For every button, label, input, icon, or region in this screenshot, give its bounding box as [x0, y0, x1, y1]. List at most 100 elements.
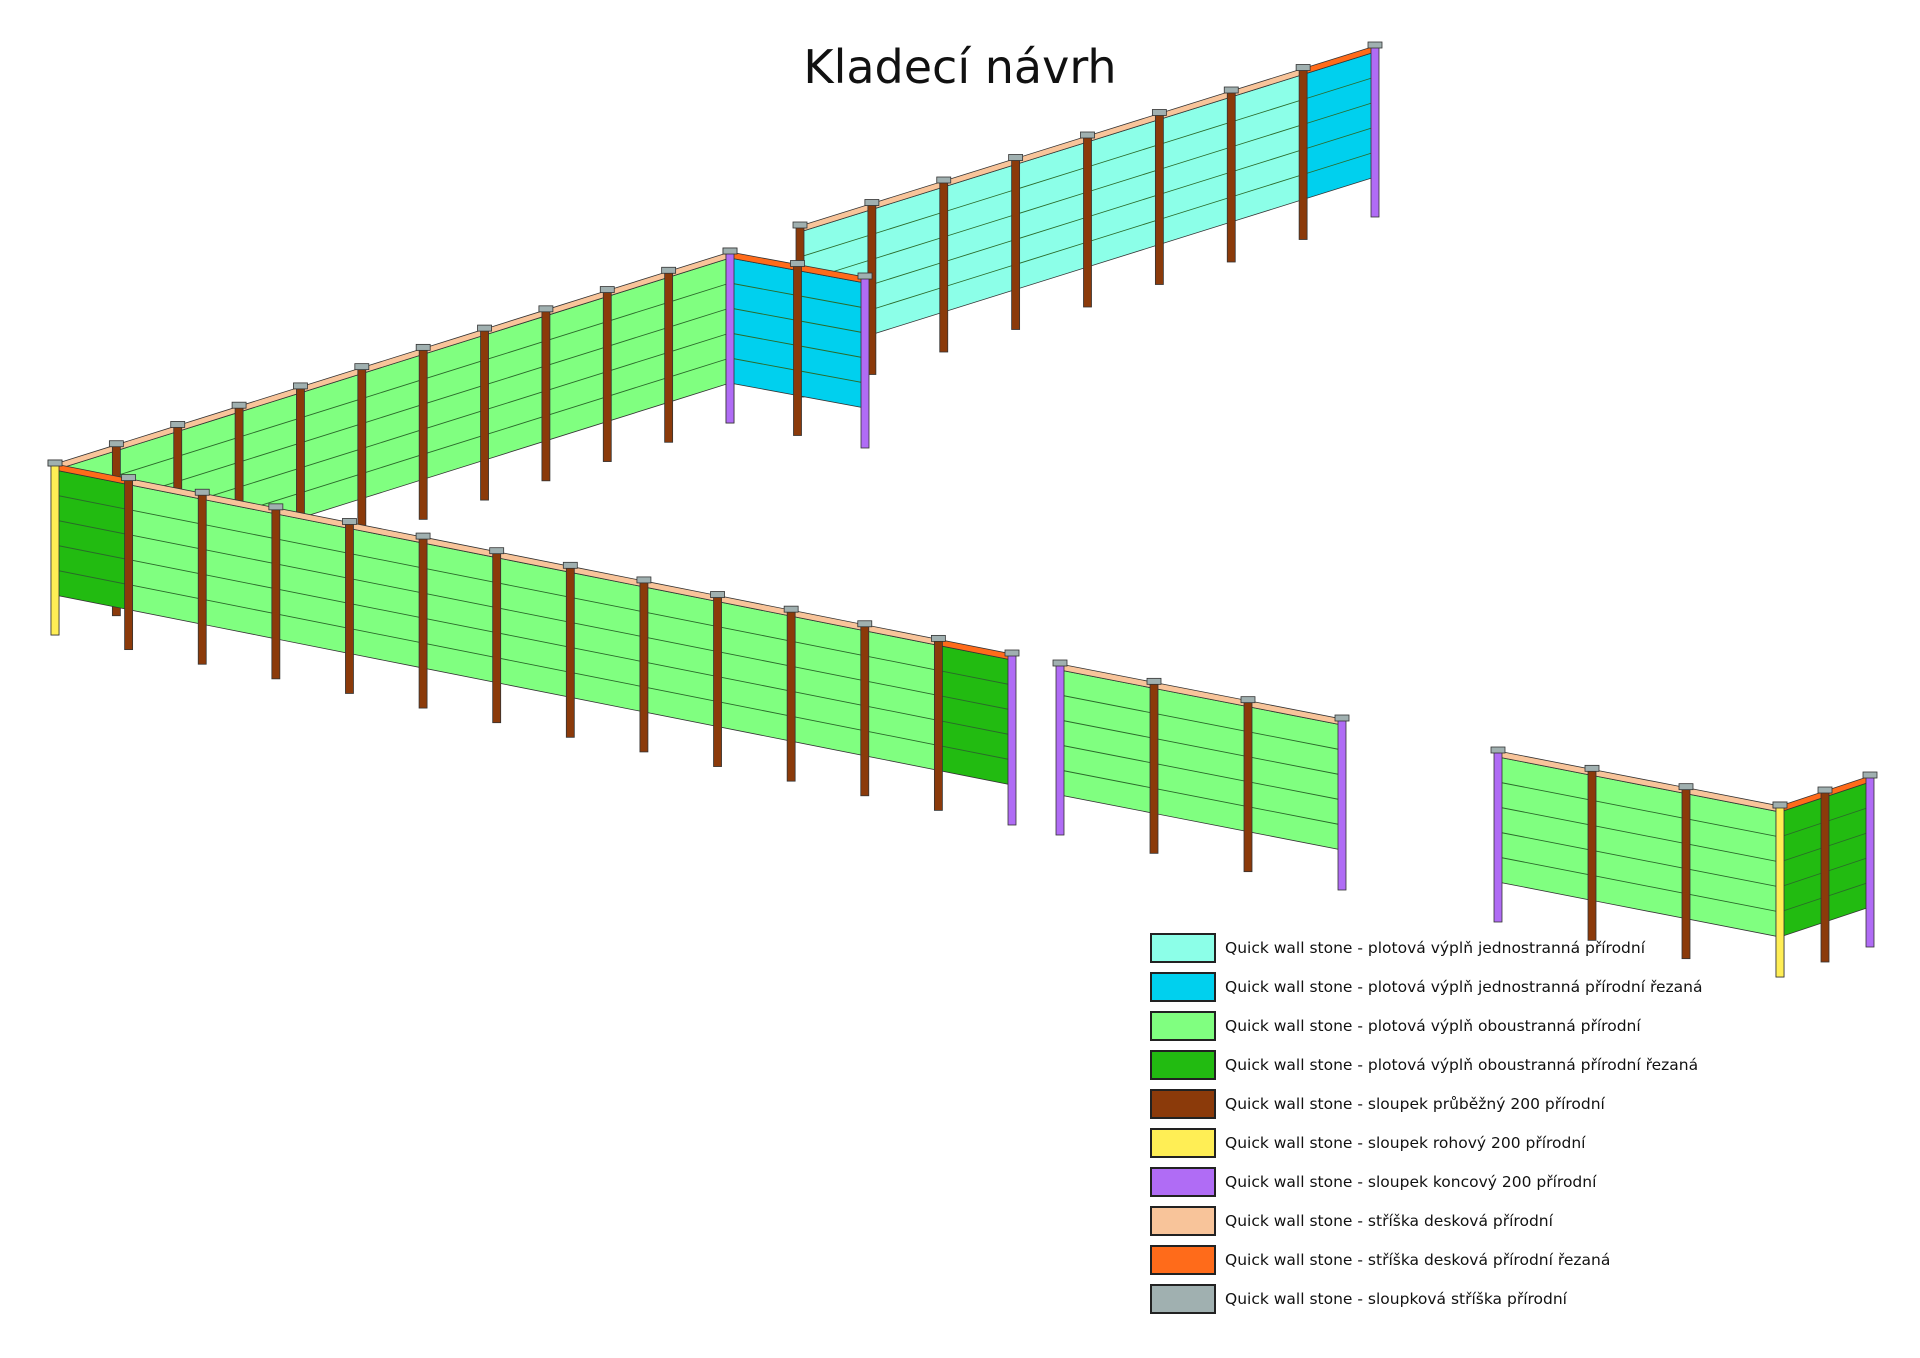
- panel-joint: [422, 617, 497, 634]
- panel-joint: [864, 655, 939, 671]
- legend-item: Quick wall stone - sloupek rohový 200 př…: [1150, 1123, 1890, 1162]
- panel-joint: [496, 632, 571, 648]
- panel-joint: [116, 456, 178, 477]
- fence-panel: [484, 315, 547, 461]
- post-cap: [1817, 786, 1833, 794]
- post-cap: [538, 305, 554, 313]
- fence-panel: [361, 353, 424, 500]
- panel-joint: [238, 467, 301, 488]
- legend-item: Quick wall stone - sloupek průběžný 200 …: [1150, 1084, 1890, 1123]
- panel-joint: [202, 598, 276, 615]
- fence-panel: [1230, 73, 1304, 223]
- panel-joint: [1059, 769, 1155, 789]
- panel-joint: [570, 596, 645, 613]
- post-cap: [489, 547, 505, 555]
- fence-panel: [275, 513, 350, 654]
- fence-post: [602, 290, 612, 462]
- fence-panel: [606, 276, 670, 423]
- panel-joint: [202, 548, 276, 565]
- post-cap: [415, 532, 431, 540]
- post-cap: [342, 518, 357, 525]
- panel-joint: [717, 626, 792, 642]
- fence-panel: [54, 469, 130, 611]
- post-cap: [857, 272, 873, 280]
- fence-post: [418, 536, 428, 709]
- panel-joint: [791, 690, 865, 707]
- panel-joint: [791, 665, 865, 682]
- fence-post: [197, 492, 207, 665]
- fence-post: [1154, 113, 1164, 285]
- legend-label: Quick wall stone - plotová výplň oboustr…: [1225, 1055, 1699, 1074]
- panel-joint: [1153, 787, 1249, 808]
- panel-joint: [668, 282, 731, 303]
- post-cap: [1772, 801, 1788, 809]
- panel-joint: [668, 357, 731, 378]
- panel-joint: [128, 534, 203, 550]
- fence-panel: [1247, 706, 1343, 851]
- panel-joint: [1497, 831, 1593, 851]
- panel-joint: [484, 390, 547, 411]
- panel-joint: [545, 396, 608, 417]
- fence-panel: [349, 527, 424, 669]
- panel-joint: [1302, 151, 1376, 175]
- post-cap: [857, 620, 873, 628]
- panel-joint: [729, 282, 798, 296]
- panel-joint: [1231, 174, 1304, 198]
- panel-joint: [1497, 781, 1593, 801]
- post-cap: [47, 459, 63, 467]
- legend-swatch: [1150, 932, 1216, 963]
- fence-post: [725, 251, 735, 424]
- legend-item: Quick wall stone - stříška desková příro…: [1150, 1201, 1890, 1240]
- panel-joint: [1247, 731, 1343, 751]
- panel-joint: [300, 398, 362, 419]
- panel-joint: [1153, 737, 1249, 758]
- post-cap: [636, 576, 652, 584]
- legend-swatch: [1150, 1283, 1216, 1314]
- panel-joint: [1779, 896, 1826, 913]
- panel-joint: [361, 453, 424, 475]
- panel-joint: [238, 442, 301, 463]
- post-cap: [477, 324, 492, 332]
- fence-panel: [1591, 774, 1687, 920]
- panel-joint: [422, 642, 497, 659]
- fence-post: [1298, 68, 1308, 240]
- panel-joint: [177, 461, 240, 482]
- fence-post: [1337, 718, 1347, 891]
- post-cap: [293, 382, 308, 390]
- panel-joint: [1302, 101, 1376, 125]
- panel-joint: [54, 569, 129, 586]
- panel-joint: [1231, 99, 1304, 123]
- fence-panel: [790, 615, 866, 757]
- fence-panel: [668, 257, 731, 403]
- panel-joint: [1087, 194, 1160, 218]
- panel-joint: [423, 384, 485, 405]
- panel-joint: [791, 640, 865, 657]
- panel-joint: [938, 744, 1013, 761]
- post-cap: [599, 286, 615, 293]
- page-title: Kladecí návrh: [803, 40, 1117, 94]
- panel-joint: [202, 523, 276, 540]
- panel-joint: [570, 646, 645, 663]
- fence-panel: [1685, 793, 1781, 938]
- panel-joint: [717, 701, 792, 717]
- fence-post: [480, 328, 489, 501]
- fence-post: [860, 276, 870, 449]
- post-cap: [722, 247, 738, 255]
- fence-panel: [1059, 669, 1155, 814]
- panel-joint: [545, 321, 608, 342]
- panel-joint: [570, 621, 645, 638]
- panel-joint: [349, 578, 424, 594]
- fence-post: [1243, 700, 1253, 873]
- panel-joint: [871, 236, 944, 260]
- fence-panel: [1153, 687, 1249, 833]
- fence-panel: [797, 270, 866, 409]
- panel-joint: [54, 494, 129, 511]
- panel-joint: [238, 417, 301, 438]
- panel-joint: [300, 423, 362, 444]
- fence-post: [418, 347, 428, 520]
- panel-joint: [1159, 196, 1232, 220]
- legend-label: Quick wall stone - plotová výplň jednost…: [1225, 938, 1646, 957]
- fence-post: [565, 565, 575, 738]
- panel-joint: [1302, 76, 1376, 100]
- fence-panel: [1497, 756, 1593, 901]
